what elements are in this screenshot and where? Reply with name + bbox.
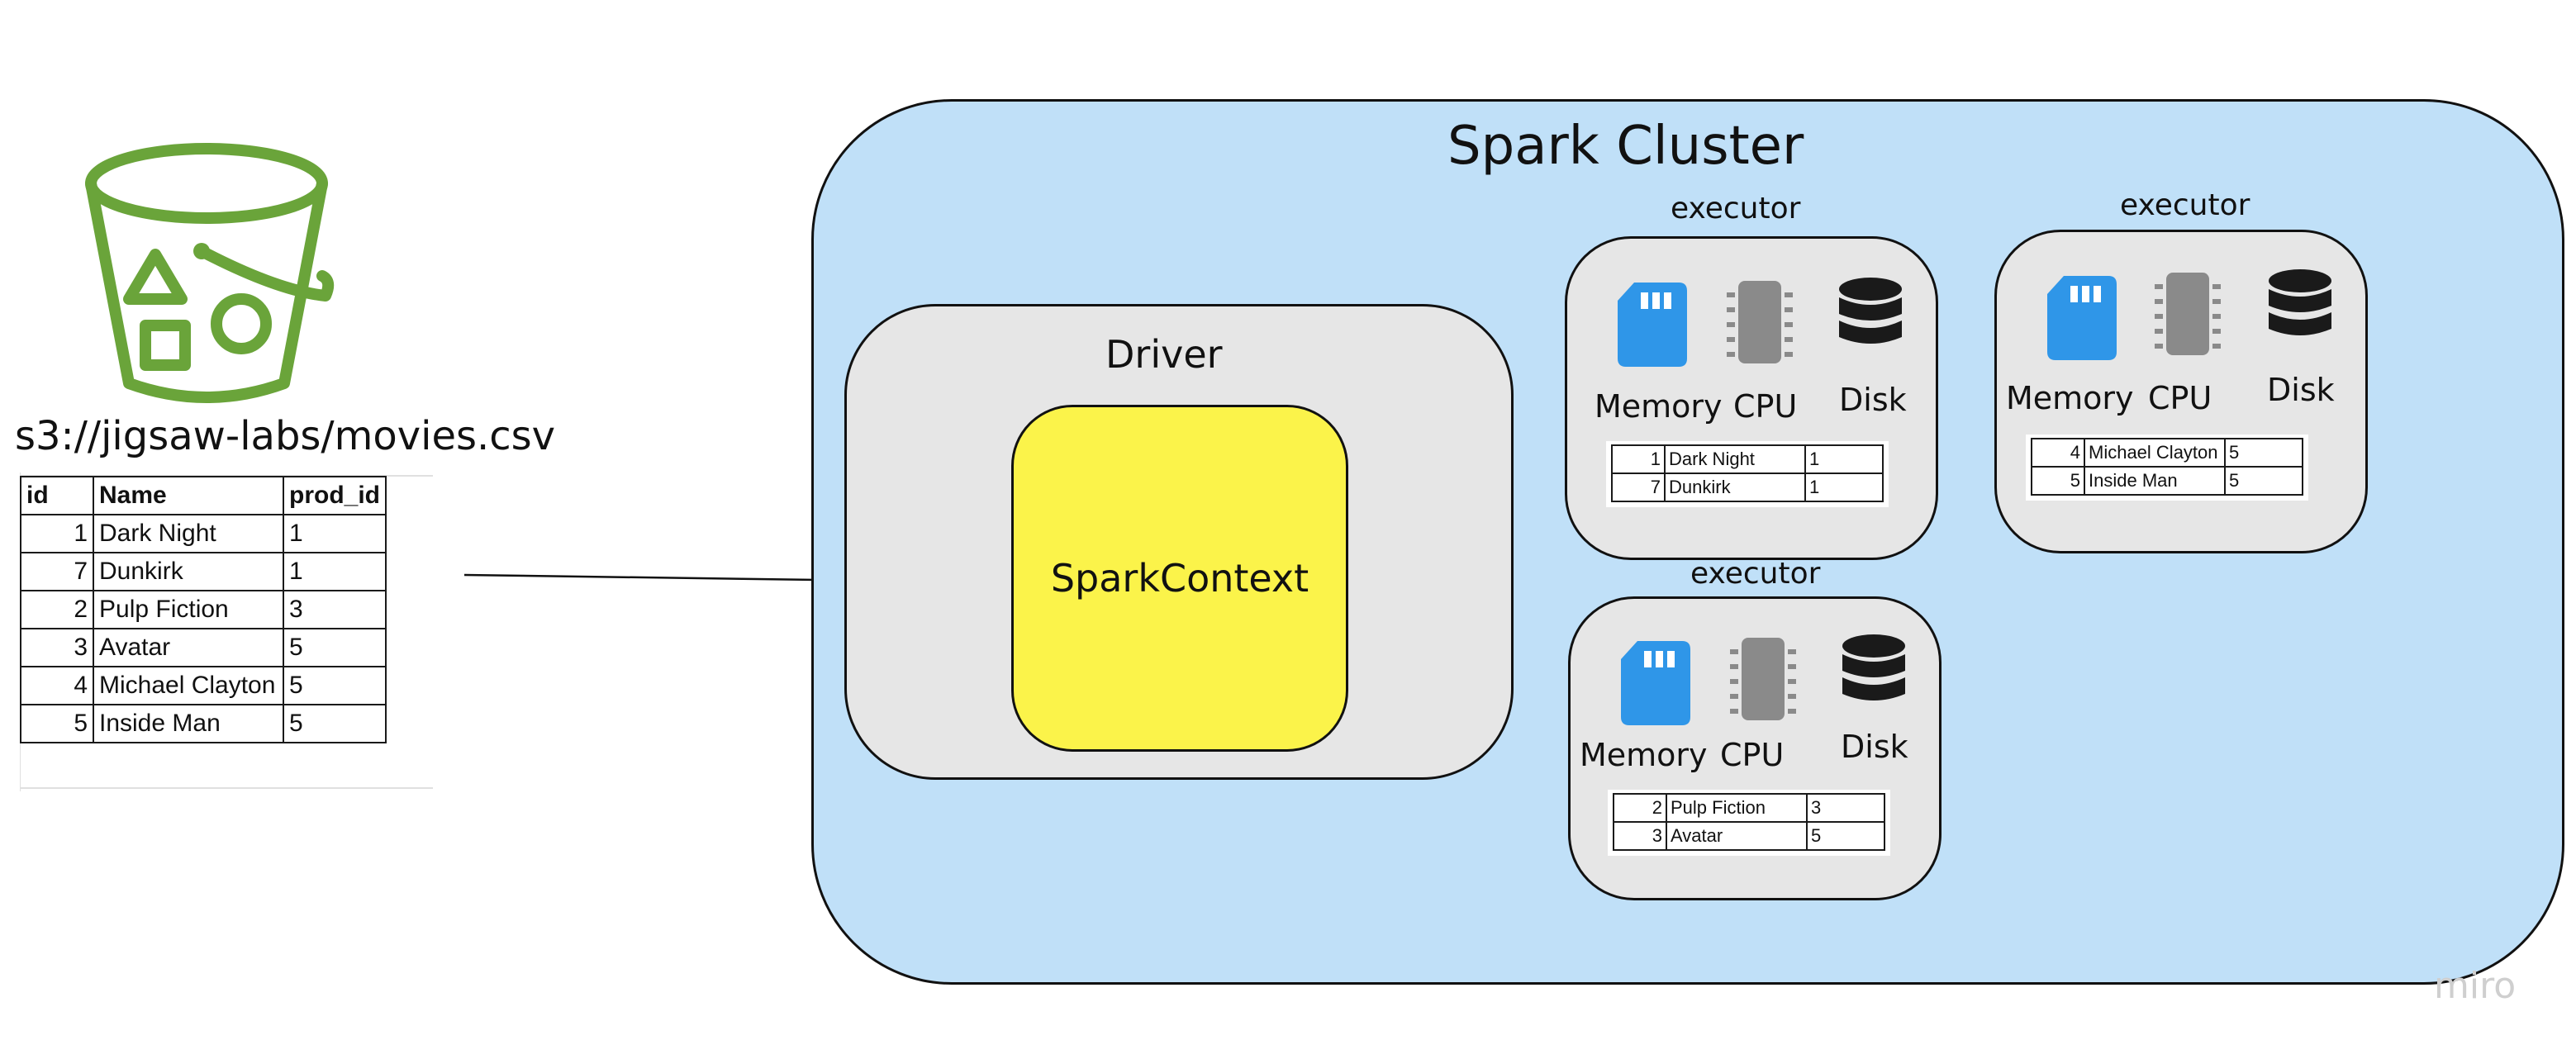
cell-name: Inside Man <box>93 704 284 743</box>
memory-label: Memory <box>1595 388 1723 425</box>
cell-name: Dunkirk <box>1664 473 1806 502</box>
table-header-row: id Name prod_id <box>20 476 387 515</box>
data-flow-arrow <box>463 572 834 590</box>
spark-context-label: SparkContext <box>1050 556 1309 601</box>
memory-card-icon <box>2047 276 2117 360</box>
cell-prod-id: 1 <box>1804 473 1884 502</box>
memory-card-icon <box>1618 283 1687 367</box>
memory-card-icon <box>1621 641 1690 725</box>
cell-id: 7 <box>20 552 94 591</box>
partition-table: 2 Pulp Fiction 3 3 Avatar 5 <box>1613 793 1885 851</box>
disk-label: Disk <box>2267 372 2335 408</box>
cell-name: Dunkirk <box>93 552 284 591</box>
partition-table: 1 Dark Night 1 7 Dunkirk 1 <box>1611 444 1884 502</box>
cell-id: 3 <box>20 628 94 667</box>
cell-name: Inside Man <box>2084 466 2226 496</box>
table-row: 2 Pulp Fiction 3 <box>20 590 387 629</box>
cell-prod-id: 5 <box>2224 438 2303 468</box>
cell-id: 2 <box>1613 793 1667 823</box>
cpu-label: CPU <box>1733 388 1798 425</box>
disk-database-icon <box>2269 269 2331 335</box>
cell-name: Michael Clayton <box>93 666 284 705</box>
memory-label: Memory <box>2006 380 2134 416</box>
cell-id: 1 <box>20 514 94 553</box>
cell-prod-id: 5 <box>2224 466 2303 496</box>
s3-bucket-icon <box>85 143 335 403</box>
movies-table: id Name prod_id 1 Dark Night 1 7 Dunkirk… <box>20 476 387 743</box>
cell-prod-id: 1 <box>1804 444 1884 474</box>
cpu-chip-icon <box>2155 273 2221 355</box>
disk-database-icon <box>1839 278 1902 344</box>
table-row: 3 Avatar 5 <box>1613 821 1885 851</box>
cell-prod-id: 1 <box>283 514 387 553</box>
spark-context-box: SparkContext <box>1011 405 1348 752</box>
cell-id: 4 <box>20 666 94 705</box>
table-row: 1 Dark Night 1 <box>20 514 387 553</box>
executor-label: executor <box>2120 188 2250 222</box>
table-row: 4 Michael Clayton 5 <box>20 666 387 705</box>
partition-table-wrap: 1 Dark Night 1 7 Dunkirk 1 <box>1606 441 1889 507</box>
cell-name: Michael Clayton <box>2084 438 2226 468</box>
driver-title: Driver <box>1105 332 1223 377</box>
cell-prod-id: 3 <box>1806 793 1885 823</box>
cell-id: 3 <box>1613 821 1667 851</box>
cell-prod-id: 3 <box>283 590 387 629</box>
table-row: 4 Michael Clayton 5 <box>2031 438 2303 468</box>
cell-name: Pulp Fiction <box>1666 793 1808 823</box>
cpu-chip-icon <box>1730 638 1796 720</box>
cell-prod-id: 5 <box>283 704 387 743</box>
memory-label: Memory <box>1580 737 1708 773</box>
cell-prod-id: 5 <box>283 666 387 705</box>
cell-name: Dark Night <box>93 514 284 553</box>
table-row: 1 Dark Night 1 <box>1611 444 1884 474</box>
cluster-title: Spark Cluster <box>1447 116 1804 177</box>
partition-table-wrap: 4 Michael Clayton 5 5 Inside Man 5 <box>2026 435 2308 501</box>
partition-table: 4 Michael Clayton 5 5 Inside Man 5 <box>2031 438 2303 496</box>
table-row: 7 Dunkirk 1 <box>20 552 387 591</box>
table-row: 5 Inside Man 5 <box>2031 466 2303 496</box>
partition-table-wrap: 2 Pulp Fiction 3 3 Avatar 5 <box>1608 790 1890 856</box>
executor-label: executor <box>1690 557 1821 591</box>
disk-label: Disk <box>1841 729 1908 765</box>
cell-id: 2 <box>20 590 94 629</box>
table-row: 2 Pulp Fiction 3 <box>1613 793 1885 823</box>
cell-id: 4 <box>2031 438 2085 468</box>
cpu-label: CPU <box>1720 737 1785 773</box>
cell-name: Avatar <box>93 628 284 667</box>
cell-prod-id: 1 <box>283 552 387 591</box>
cell-name: Dark Night <box>1664 444 1806 474</box>
table-row: 5 Inside Man 5 <box>20 704 387 743</box>
column-header-name: Name <box>93 476 284 515</box>
cell-id: 7 <box>1611 473 1666 502</box>
spreadsheet-grid <box>20 473 433 791</box>
s3-file-path: s3://jigsaw-labs/movies.csv <box>15 413 556 459</box>
miro-watermark: miro <box>2434 965 2517 1007</box>
column-header-prod-id: prod_id <box>283 476 387 515</box>
column-header-id: id <box>20 476 94 515</box>
cpu-chip-icon <box>1727 281 1793 363</box>
executor-label: executor <box>1671 192 1801 226</box>
cell-id: 1 <box>1611 444 1666 474</box>
cell-id: 5 <box>20 704 94 743</box>
disk-label: Disk <box>1839 382 1907 418</box>
disk-database-icon <box>1842 634 1905 700</box>
cpu-label: CPU <box>2148 380 2212 416</box>
cell-id: 5 <box>2031 466 2085 496</box>
cell-name: Pulp Fiction <box>93 590 284 629</box>
cell-prod-id: 5 <box>283 628 387 667</box>
cell-name: Avatar <box>1666 821 1808 851</box>
cell-prod-id: 5 <box>1806 821 1885 851</box>
table-row: 3 Avatar 5 <box>20 628 387 667</box>
table-row: 7 Dunkirk 1 <box>1611 473 1884 502</box>
